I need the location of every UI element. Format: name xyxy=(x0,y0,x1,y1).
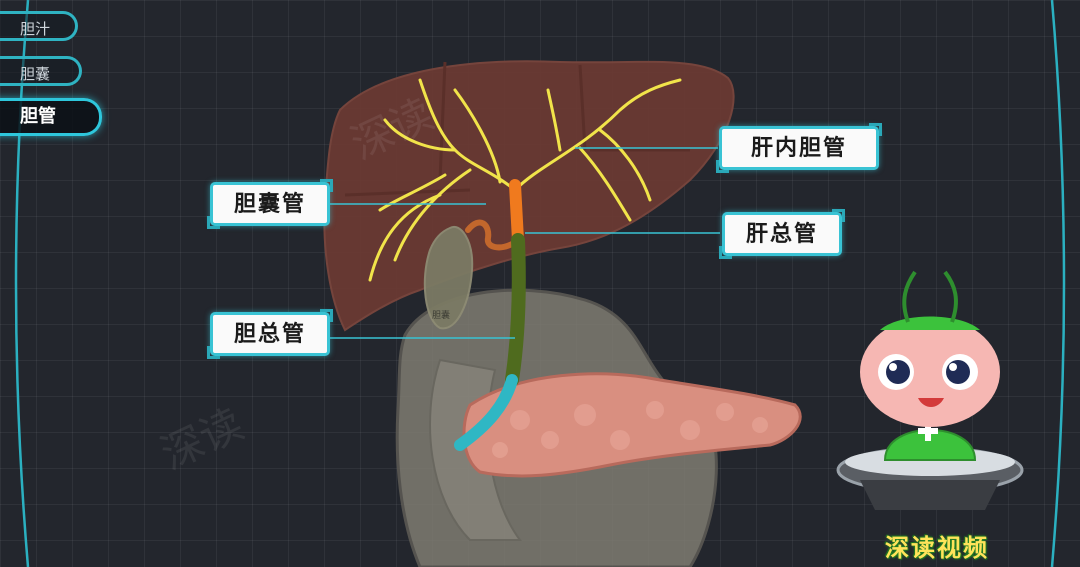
label-text: 肝总管 xyxy=(745,221,818,247)
nav-tab-bile[interactable]: 胆汁 xyxy=(0,11,78,41)
pancreas-texture xyxy=(492,401,768,458)
label-intrahepatic-duct: 肝内胆管 xyxy=(716,123,882,173)
mascot-face xyxy=(860,317,1000,427)
common-bile-duct-end xyxy=(454,374,518,451)
label-common-bile-duct: 胆总管 xyxy=(207,309,333,359)
watermark: 深读 xyxy=(154,399,251,479)
gallbladder-small-label: 胆囊 xyxy=(432,309,450,321)
intrahepatic-ducts xyxy=(368,78,682,282)
cystic-duct xyxy=(465,219,515,251)
brand-logo-text: 深读视频 xyxy=(885,534,989,562)
liver-segment-lines xyxy=(344,61,690,197)
right-frame-arc xyxy=(1050,0,1066,567)
label-text: 胆囊管 xyxy=(233,191,306,217)
label-text: 肝内胆管 xyxy=(750,135,847,161)
pancreas xyxy=(462,372,802,478)
label-cystic-duct: 胆囊管 xyxy=(207,179,333,229)
nav-tab-label: 胆汁 xyxy=(20,20,51,38)
nav-tab-label: 胆管 xyxy=(20,106,56,127)
label-common-hepatic-duct: 肝总管 xyxy=(719,209,845,259)
nav-tab-gallbladder[interactable]: 胆囊 xyxy=(0,56,82,86)
leader-lines xyxy=(330,147,720,339)
gallbladder xyxy=(423,225,474,330)
mascot xyxy=(836,270,1024,510)
nav-tab-bile-duct[interactable]: 胆管 xyxy=(0,98,102,136)
common-hepatic-duct xyxy=(509,179,524,246)
nav-tab-label: 胆囊 xyxy=(20,65,51,83)
common-bile-duct xyxy=(505,233,526,387)
label-text: 胆总管 xyxy=(233,321,306,347)
